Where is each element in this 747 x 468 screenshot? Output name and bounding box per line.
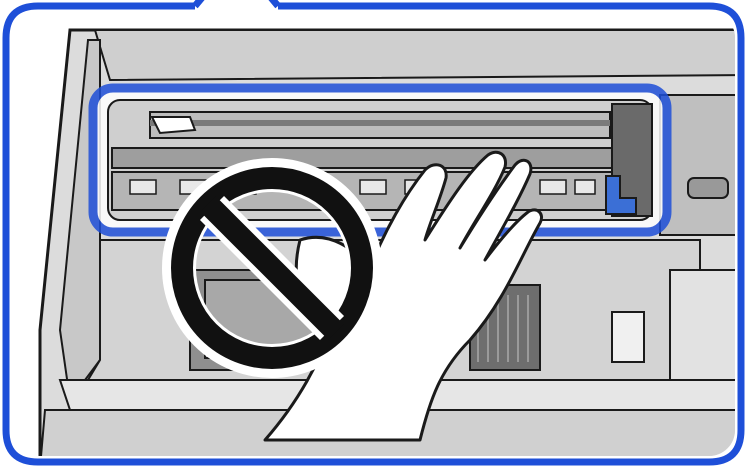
printer-illustration xyxy=(0,0,747,468)
illustration-panel xyxy=(0,0,747,468)
